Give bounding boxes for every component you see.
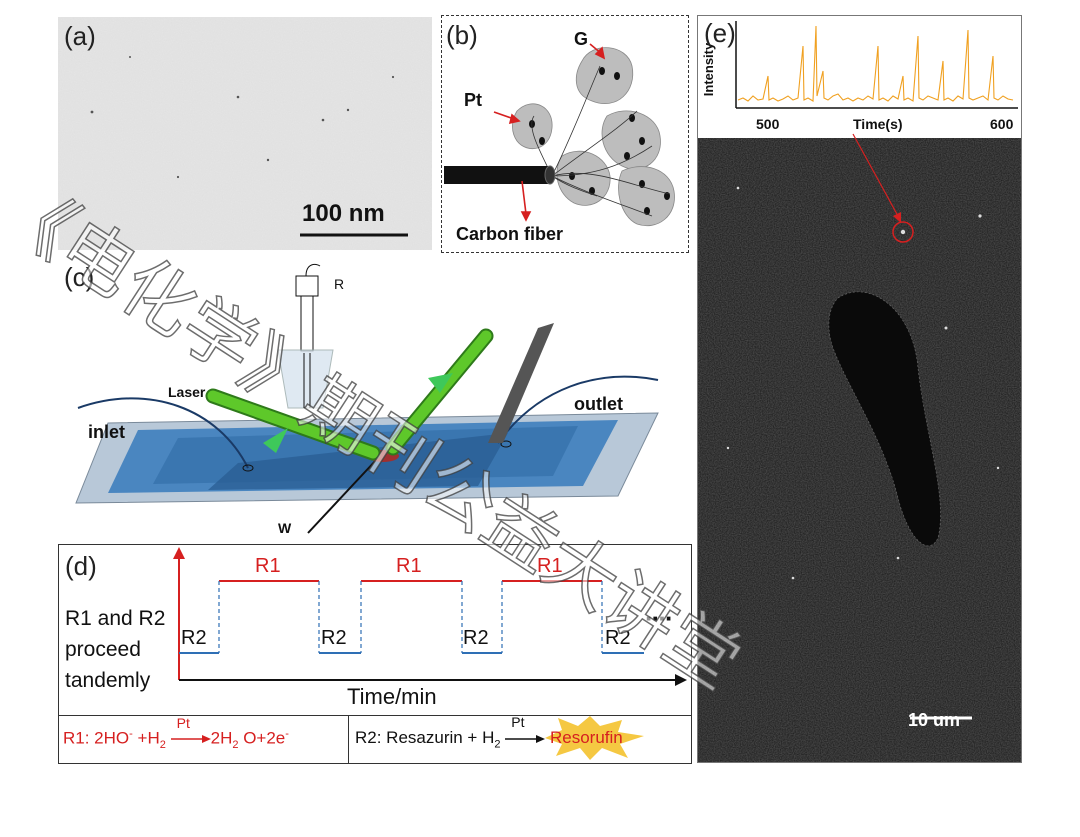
panel-e: Intensity 500 Time(s) 600 (e) 10 um [697, 15, 1022, 763]
eq1-arrow: Pt [170, 715, 211, 749]
scale-bar-label: 100 nm [302, 200, 385, 227]
panel-b: (b) G Pt Carbon fiber [441, 15, 689, 253]
equation-r1: R1: 2HO- +H2 Pt 2H2 O+2e- [63, 714, 289, 752]
r1-label-3: R1 [537, 555, 563, 577]
panel-d: (d) R1 and R2 proceed tandemly R1 R1 R1 … [58, 544, 692, 764]
label-inlet: inlet [88, 422, 126, 442]
fluorescence-scale-bar: 10 um [908, 710, 961, 730]
ellipsis: ···· [645, 603, 674, 633]
label-carbon-fiber: Carbon fiber [456, 224, 564, 244]
resorufin-burst: Resorufin [544, 716, 644, 760]
r2-label-1: R2 [181, 627, 207, 649]
r2-label-2: R2 [321, 627, 347, 649]
panel-c: (c) R Laser inlet outlet C W [58, 258, 688, 538]
label-c: C [540, 354, 551, 370]
r1-label-1: R1 [255, 555, 281, 577]
label-laser: Laser [168, 384, 206, 400]
panel-d-label: (d) [65, 551, 97, 581]
panel-a-label: (a) [64, 21, 96, 51]
fluorescence-image [698, 138, 1021, 762]
trace-tick-600: 600 [990, 116, 1014, 132]
panel-c-label: (c) [64, 262, 95, 292]
label-outlet: outlet [574, 394, 623, 414]
panel-e-label: (e) [704, 18, 736, 48]
label-pt: Pt [464, 90, 482, 110]
tandem-timeline [173, 547, 687, 686]
equation-r2: R2: Resazurin + H2 Pt Resorufin [355, 714, 644, 760]
r2-label-3: R2 [463, 627, 489, 649]
trace-tick-500: 500 [756, 116, 780, 132]
r1-label-2: R1 [396, 555, 422, 577]
carbon-fiber-schematic [444, 43, 675, 226]
r2-label-4: R2 [605, 627, 631, 649]
tem-image [58, 17, 432, 250]
label-w: W [278, 520, 292, 536]
intensity-trace-inset: Intensity 500 Time(s) 600 [698, 16, 1021, 138]
panel-b-label: (b) [446, 20, 478, 50]
label-r: R [334, 276, 345, 292]
timeline-ylabel: R1 and R2 proceed tandemly [65, 607, 166, 692]
label-g: G [574, 29, 589, 49]
equation-divider [348, 716, 349, 764]
eq2-arrow: Pt [505, 714, 546, 748]
spot-arrow [852, 133, 901, 223]
flow-cell-schematic [75, 263, 659, 534]
equations-row: R1: 2HO- +H2 Pt 2H2 O+2e- R2: Resazurin … [59, 714, 691, 764]
trace-xlabel: Time(s) [853, 116, 903, 132]
panel-a: (a) 100 nm [58, 17, 432, 250]
timeline-xlabel: Time/min [347, 684, 437, 709]
